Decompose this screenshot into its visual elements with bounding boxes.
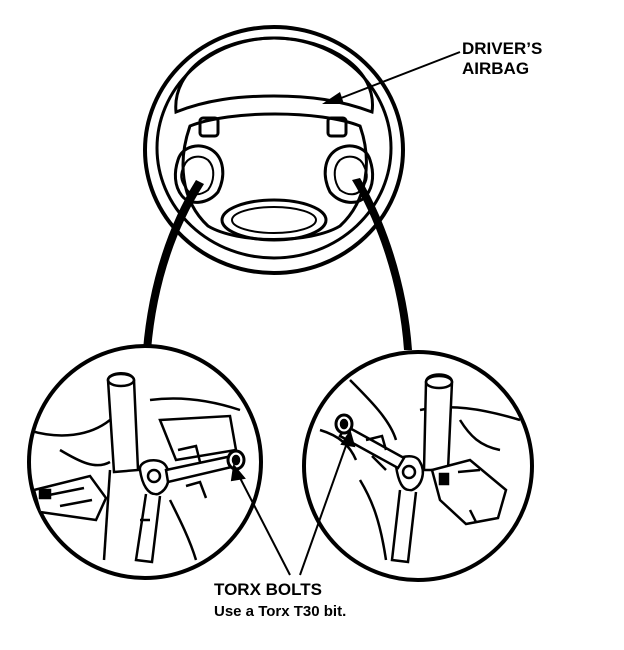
spoke-opening-left bbox=[173, 144, 225, 204]
torx-bolts-label: TORX BOLTS bbox=[214, 580, 322, 599]
steering-column-left bbox=[106, 372, 140, 474]
horn-button-right bbox=[326, 116, 348, 138]
airbag-label-line1: DRIVER’S bbox=[462, 39, 543, 58]
right-detail-drawing bbox=[319, 373, 521, 564]
spoke-opening-right bbox=[323, 144, 375, 204]
connector-band-right bbox=[352, 178, 412, 350]
left-detail-drawing bbox=[29, 372, 246, 564]
wheel-outer-rim bbox=[143, 25, 405, 275]
torx-bit-note: Use a Torx T30 bit. bbox=[214, 603, 347, 620]
wheel-upper-opening bbox=[174, 36, 374, 115]
airbag-label-line2: AIRBAG bbox=[462, 59, 530, 78]
wheel-lower-oval bbox=[220, 198, 328, 242]
airbag-pad bbox=[181, 112, 368, 241]
airbag-leader-arrow bbox=[322, 51, 461, 104]
horn-button-left bbox=[198, 116, 220, 138]
ratchet-wrench-icon bbox=[390, 454, 424, 564]
driver-airbag-label: DRIVER’S AIRBAG bbox=[462, 39, 542, 79]
torx-leader-lines bbox=[230, 429, 356, 576]
connector-band-left bbox=[143, 180, 204, 350]
ratchet-wrench-icon bbox=[134, 458, 170, 564]
steering-wheel-icon bbox=[143, 25, 405, 275]
